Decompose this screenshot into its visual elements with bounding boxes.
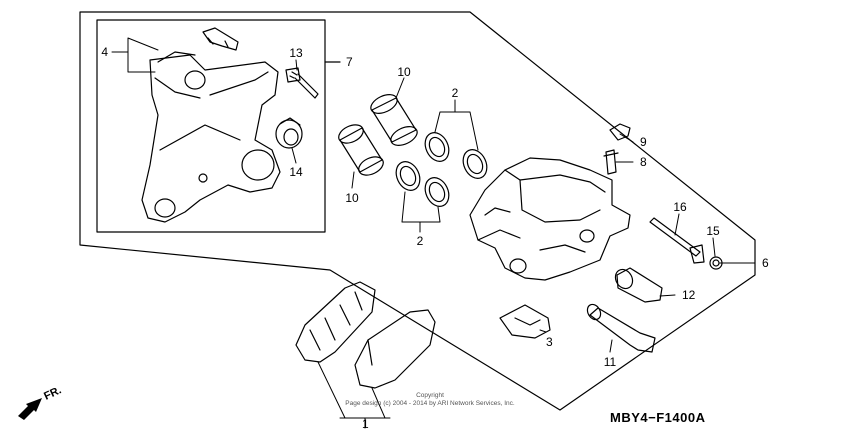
callout-10-upper: 10 bbox=[397, 65, 411, 79]
piston-upper bbox=[370, 94, 418, 146]
caliper-pin-bolt-upper bbox=[614, 267, 663, 303]
front-direction-indicator: FR. bbox=[14, 384, 74, 422]
copyright-line-2: Page design (c) 2004 - 2014 by ARI Netwo… bbox=[345, 400, 515, 407]
callout-16: 16 bbox=[673, 200, 687, 214]
caliper-bracket bbox=[141, 51, 281, 223]
callout-13: 13 bbox=[289, 46, 303, 60]
callout-14: 14 bbox=[289, 165, 303, 179]
callout-8: 8 bbox=[640, 155, 647, 169]
callout-labels: 4 13 7 14 10 10 2 2 9 8 16 15 6 12 3 11 bbox=[101, 45, 769, 369]
brake-pad-right bbox=[354, 309, 436, 389]
leader-lines bbox=[111, 37, 756, 429]
copyright-notice: Copyright Page design (c) 2004 - 2014 by… bbox=[300, 392, 560, 408]
callout-9: 9 bbox=[640, 135, 647, 149]
assembly-boundary bbox=[79, 11, 756, 411]
callout-6: 6 bbox=[762, 256, 769, 270]
pad-pin bbox=[649, 217, 705, 264]
piston-lower bbox=[338, 124, 384, 176]
bracket-group-box bbox=[96, 19, 326, 233]
callout-2-lower: 2 bbox=[417, 234, 424, 248]
callout-11: 11 bbox=[604, 355, 617, 369]
piston-seal-set bbox=[395, 132, 488, 207]
caliper-pin-bolt-lower bbox=[586, 303, 656, 353]
bracket-pin-bolt bbox=[285, 67, 319, 99]
bleeder-valve bbox=[603, 149, 619, 175]
copyright-line-1: Copyright bbox=[416, 392, 444, 399]
callout-3: 3 bbox=[546, 335, 553, 349]
callout-15: 15 bbox=[706, 224, 720, 238]
direction-label: FR. bbox=[42, 386, 63, 403]
pad-spring-clip bbox=[202, 27, 239, 51]
caliper-body bbox=[469, 157, 631, 281]
brake-pad-left bbox=[295, 281, 376, 363]
callout-2-upper: 2 bbox=[452, 86, 459, 100]
callout-4: 4 bbox=[101, 45, 108, 59]
callout-12: 12 bbox=[682, 288, 696, 302]
callout-10-lower: 10 bbox=[345, 191, 359, 205]
bracket-boot bbox=[275, 117, 303, 149]
pad-spring bbox=[499, 304, 551, 339]
bleeder-cap bbox=[609, 123, 631, 141]
diagram-code: MBY4−F1400A bbox=[610, 410, 706, 425]
callout-7: 7 bbox=[346, 55, 353, 69]
front-arrow-icon: FR. bbox=[18, 384, 63, 420]
